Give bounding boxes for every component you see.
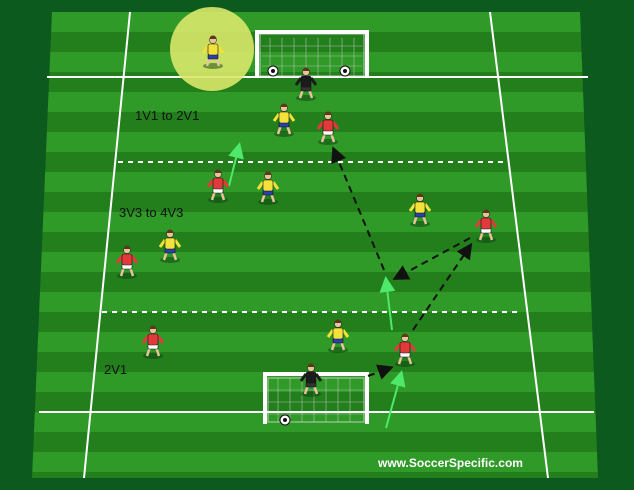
- pitch-stripe: [32, 52, 598, 72]
- pass-arrow: [331, 146, 385, 271]
- pitch-stripe: [32, 472, 598, 478]
- players: [115, 35, 498, 397]
- field-lines: [39, 11, 594, 479]
- pitch: [32, 12, 598, 478]
- soccer-player-icon: [299, 363, 323, 397]
- pitch-stripe: [32, 252, 598, 272]
- soccer-player-icon: [326, 319, 350, 353]
- pitch-stripe: [32, 232, 598, 252]
- zone-label-bottom: 2V1: [104, 362, 128, 377]
- soccer-player-icon: [256, 171, 280, 205]
- soccer-player-icon: [393, 333, 417, 367]
- right-touchline: [489, 11, 549, 479]
- soccer-player-icon: [316, 111, 340, 145]
- run-arrows: [228, 142, 406, 429]
- soccer-player-icon: [294, 67, 318, 101]
- pitch-stripe: [32, 192, 598, 212]
- pitch-stripe: [32, 72, 598, 92]
- pitch-stripe: [32, 332, 598, 352]
- pitch-stripe: [32, 312, 598, 332]
- zone-label-middle: 3V3 to 4V3: [119, 205, 184, 220]
- zone-label-top: 1V1 to 2V1: [135, 108, 200, 123]
- soccer-player-icon: [474, 209, 498, 243]
- run-arrow: [385, 370, 406, 429]
- goal-icon: [255, 30, 369, 78]
- pitch-stripe: [32, 452, 598, 472]
- soccer-player-icon: [408, 193, 432, 227]
- pass-arrow: [367, 364, 394, 380]
- pitch-stripe: [32, 92, 598, 112]
- soccer-ball-icon: [267, 65, 279, 77]
- pitch-stripe: [32, 112, 598, 132]
- pitch-stripe: [32, 292, 598, 312]
- soccer-ball-icon: [339, 65, 351, 77]
- pass-arrow: [412, 242, 473, 331]
- pass-arrows: [331, 146, 473, 380]
- pitch-stripe: [32, 172, 598, 192]
- left-touchline: [83, 11, 131, 479]
- pitch-stripe: [32, 212, 598, 232]
- pitch-stripe: [32, 152, 598, 172]
- run-arrow: [228, 142, 244, 187]
- pitch-stripe: [32, 432, 598, 452]
- soccer-player-icon: [115, 245, 139, 279]
- watermark: www.SoccerSpecific.com: [378, 456, 523, 470]
- soccer-player-icon: [272, 103, 296, 137]
- soccer-player-icon: [201, 35, 225, 69]
- soccer-ball-icon: [279, 414, 291, 426]
- pitch-stripe: [32, 352, 598, 372]
- pitch-stripe: [32, 12, 598, 32]
- pitch-stripe: [32, 32, 598, 52]
- pitch-stripe: [32, 272, 598, 292]
- soccer-player-icon: [206, 169, 230, 203]
- soccer-player-icon: [158, 229, 182, 263]
- pitch-stripe: [32, 132, 598, 152]
- run-arrow: [379, 276, 396, 331]
- soccer-player-icon: [141, 325, 165, 359]
